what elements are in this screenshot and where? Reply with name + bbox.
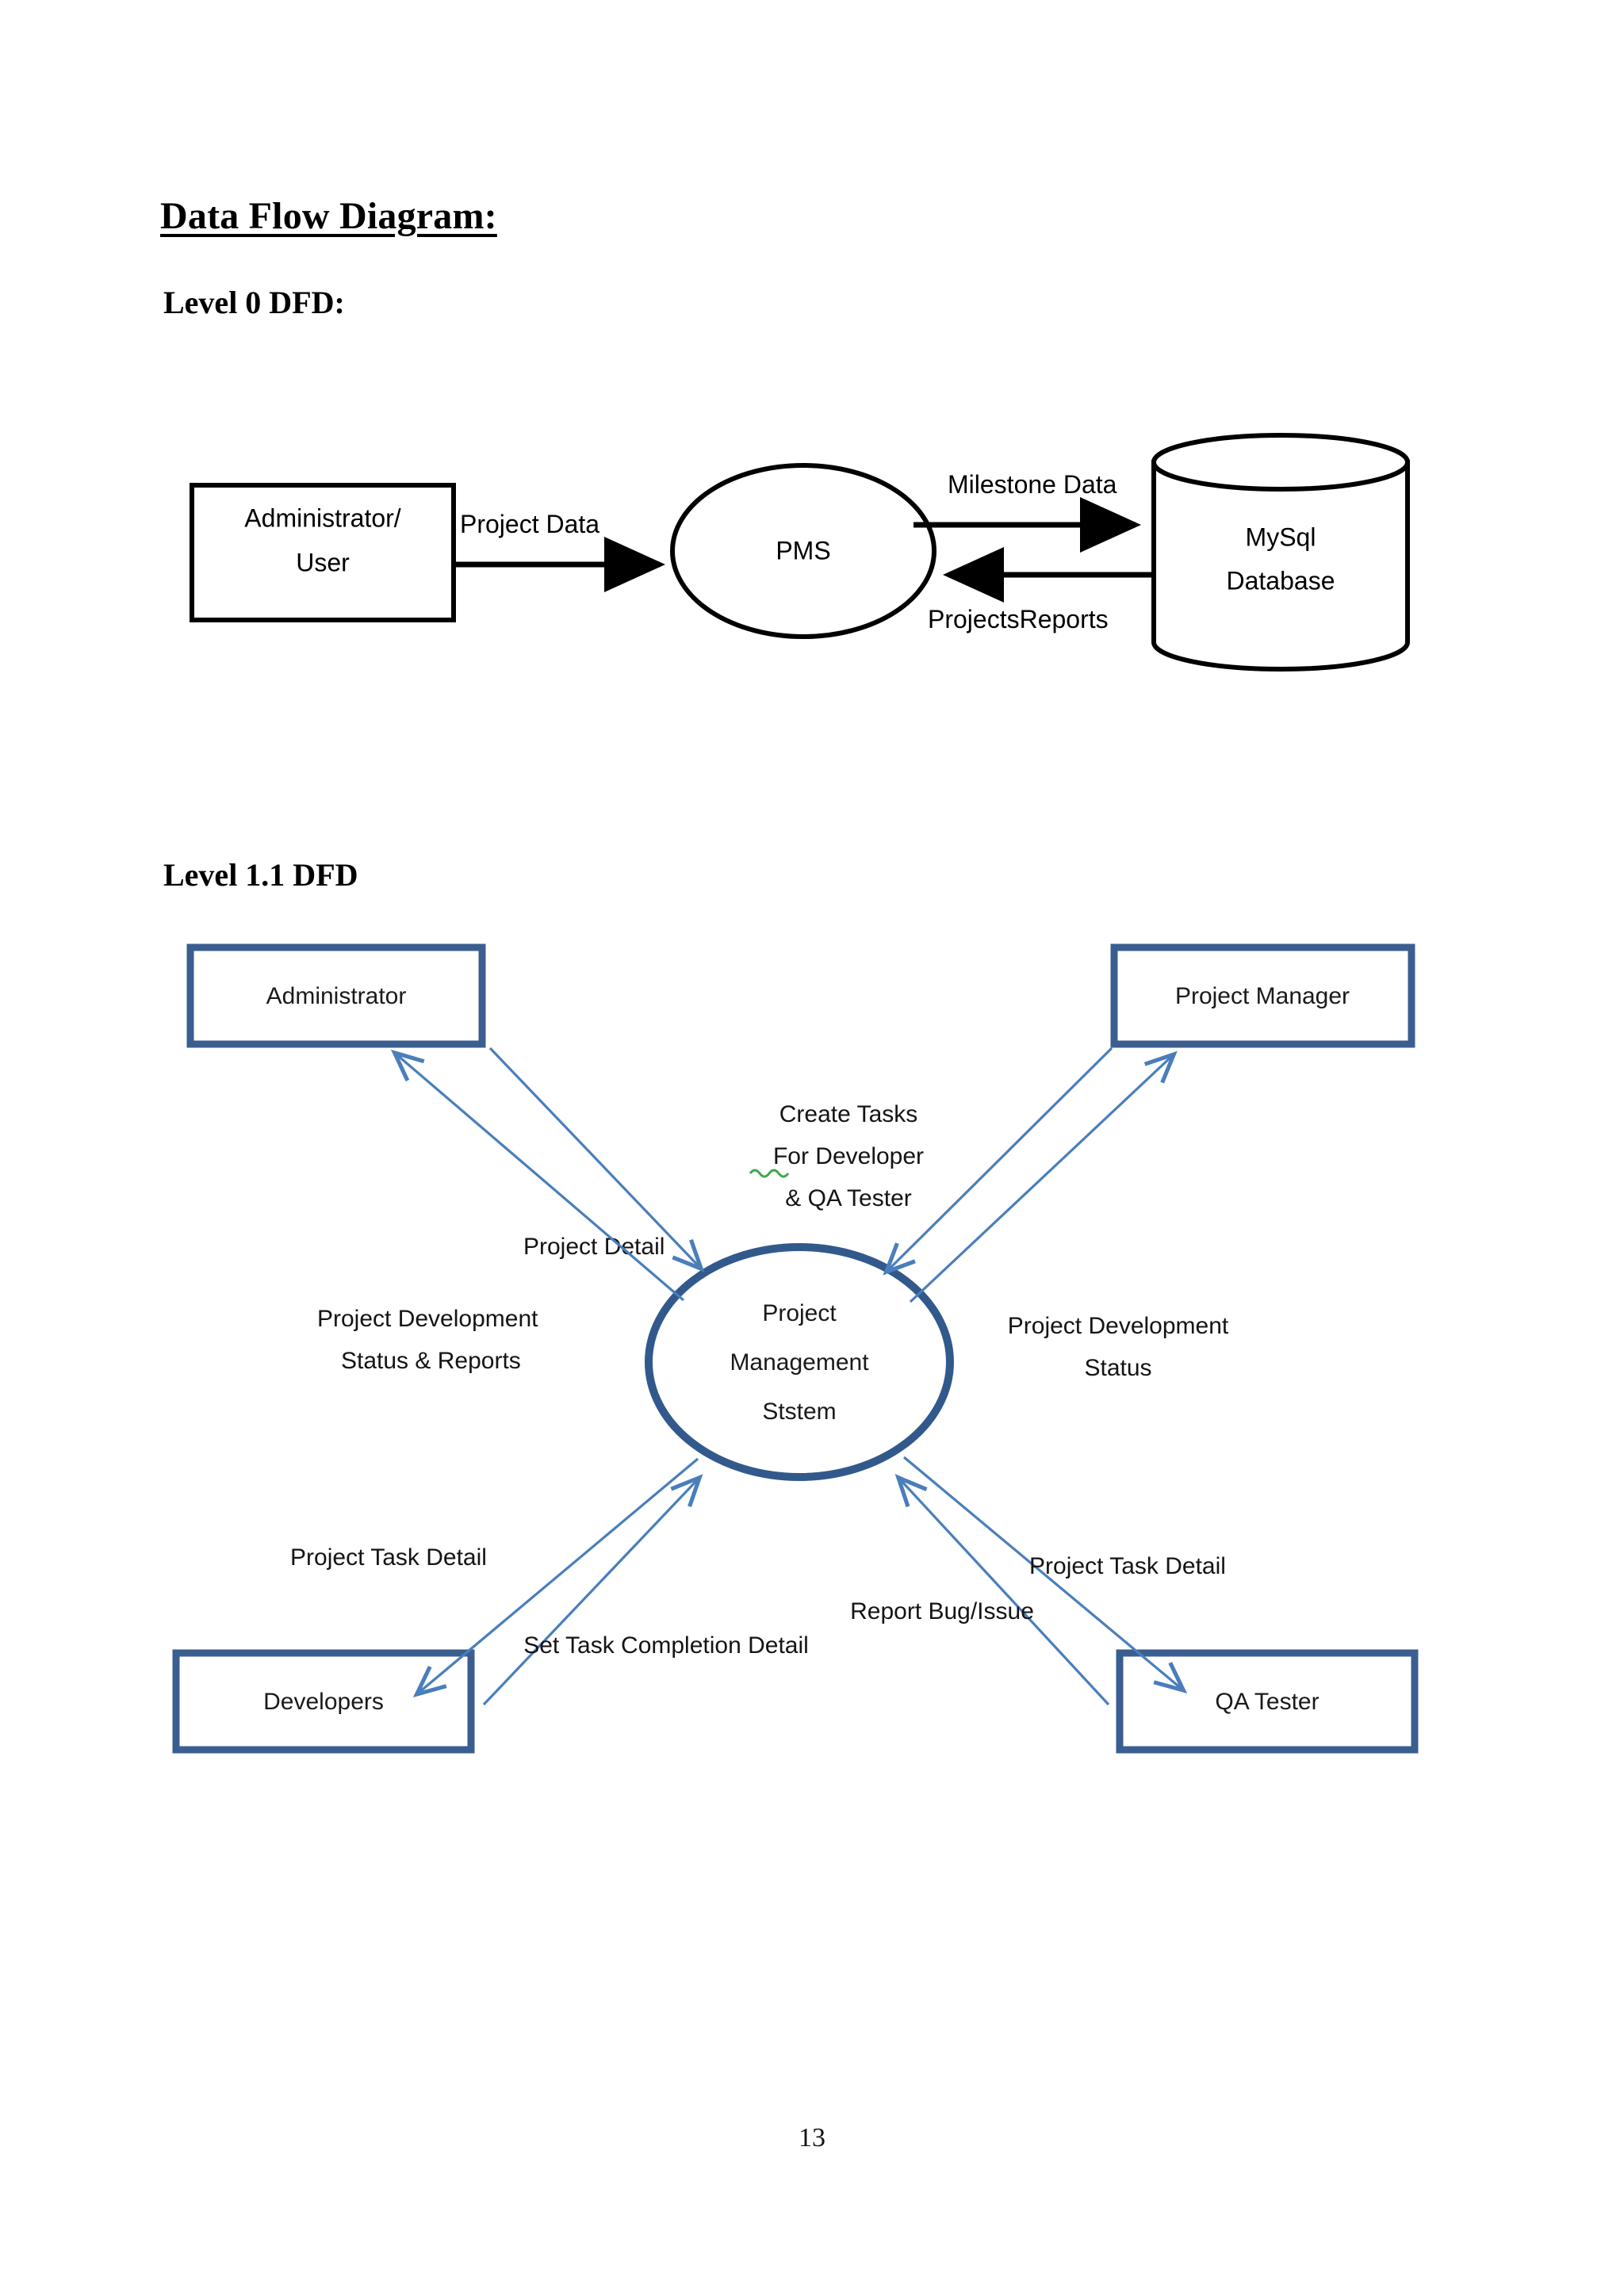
level11-flow-dev-status-reports-line2: Status & Reports [341,1348,521,1374]
level0-mysql-datastore: MySql Database [1151,433,1410,672]
level11-flow-report-bug-issue: Report Bug/Issue [850,1474,1110,1706]
level11-center-line2: Management [730,1349,869,1376]
level11-center-line1: Project [762,1300,837,1326]
level11-project-manager-label: Project Manager [1175,983,1350,1009]
level11-flow-project-task-detail-left: Project Task Detail [290,1457,699,1698]
level11-flow-dev-status-reports: Project Development Status & Reports [317,1049,685,1374]
level0-flow-milestone-data-label: Milestone Data [948,470,1117,499]
level11-flow-create-tasks-line3: & QA Tester [785,1185,912,1211]
level0-flow-projects-reports: ProjectsReports [928,547,1154,633]
level11-flow-set-task-completion: Set Task Completion Detail [482,1474,809,1706]
level11-flow-project-task-detail-left-label: Project Task Detail [290,1544,487,1571]
level0-pms-process: PMS [670,463,936,639]
level0-flow-project-data: Project Data [455,510,665,592]
level11-flow-create-tasks: Create Tasks For Developer & QA Tester [749,1047,1113,1276]
level0-datastore-line1: MySql [1246,522,1316,551]
level-1-1-dfd-heading: Level 1.1 DFD [163,857,358,893]
level11-center-process: Project Management Ststem [645,1243,954,1481]
level11-developers-label: Developers [263,1689,384,1715]
level11-flow-create-tasks-line1: Create Tasks [779,1101,918,1127]
level11-flow-dev-status-line2: Status [1084,1355,1151,1381]
level11-project-manager-entity: Project Manager [1110,943,1415,1048]
level11-qa-tester-entity: QA Tester [1116,1649,1419,1754]
level0-entity-line2: User [296,548,350,576]
level11-flow-project-task-detail-right-label: Project Task Detail [1029,1553,1226,1579]
level11-administrator-label: Administrator [266,983,407,1009]
level0-entity-line1: Administrator/ [244,503,401,532]
level11-flow-project-detail-label: Project Detail [523,1234,665,1260]
level0-datastore-line2: Database [1227,566,1335,595]
page-number: 13 [799,2123,825,2152]
level11-flow-dev-status-reports-line1: Project Development [317,1306,538,1332]
level-0-dfd-heading: Level 0 DFD: [163,285,345,320]
level11-developers-entity: Developers [172,1649,475,1754]
page-title: Data Flow Diagram: [160,195,497,237]
level11-center-line3: Ststem [762,1399,836,1425]
level11-flow-dev-status: Project Development Status [909,1050,1229,1381]
level11-flow-project-detail: Project Detail [488,1047,705,1272]
spellcheck-squiggle-icon [749,1169,790,1178]
level11-flow-create-tasks-line2: For Developer [773,1143,924,1169]
level0-pms-label: PMS [776,536,830,564]
level-1-1-dfd-diagram: Administrator Project Manager Developers… [172,943,1419,1754]
level-0-dfd-diagram: Administrator/ User PMS MySql Database P… [190,433,1410,672]
level11-flow-project-task-detail-right: Project Task Detail [902,1456,1226,1694]
level0-flow-project-data-label: Project Data [460,510,599,538]
level0-administrator-user-entity: Administrator/ User [190,483,456,622]
level11-flow-report-bug-issue-label: Report Bug/Issue [850,1598,1034,1624]
level11-flow-set-task-completion-label: Set Task Completion Detail [523,1632,809,1659]
level11-qa-tester-label: QA Tester [1215,1689,1319,1715]
level11-flow-dev-status-line1: Project Development [1008,1313,1229,1339]
level0-flow-projects-reports-label: ProjectsReports [928,605,1109,633]
level11-administrator-entity: Administrator [186,943,486,1048]
level0-flow-milestone-data: Milestone Data [914,470,1141,553]
